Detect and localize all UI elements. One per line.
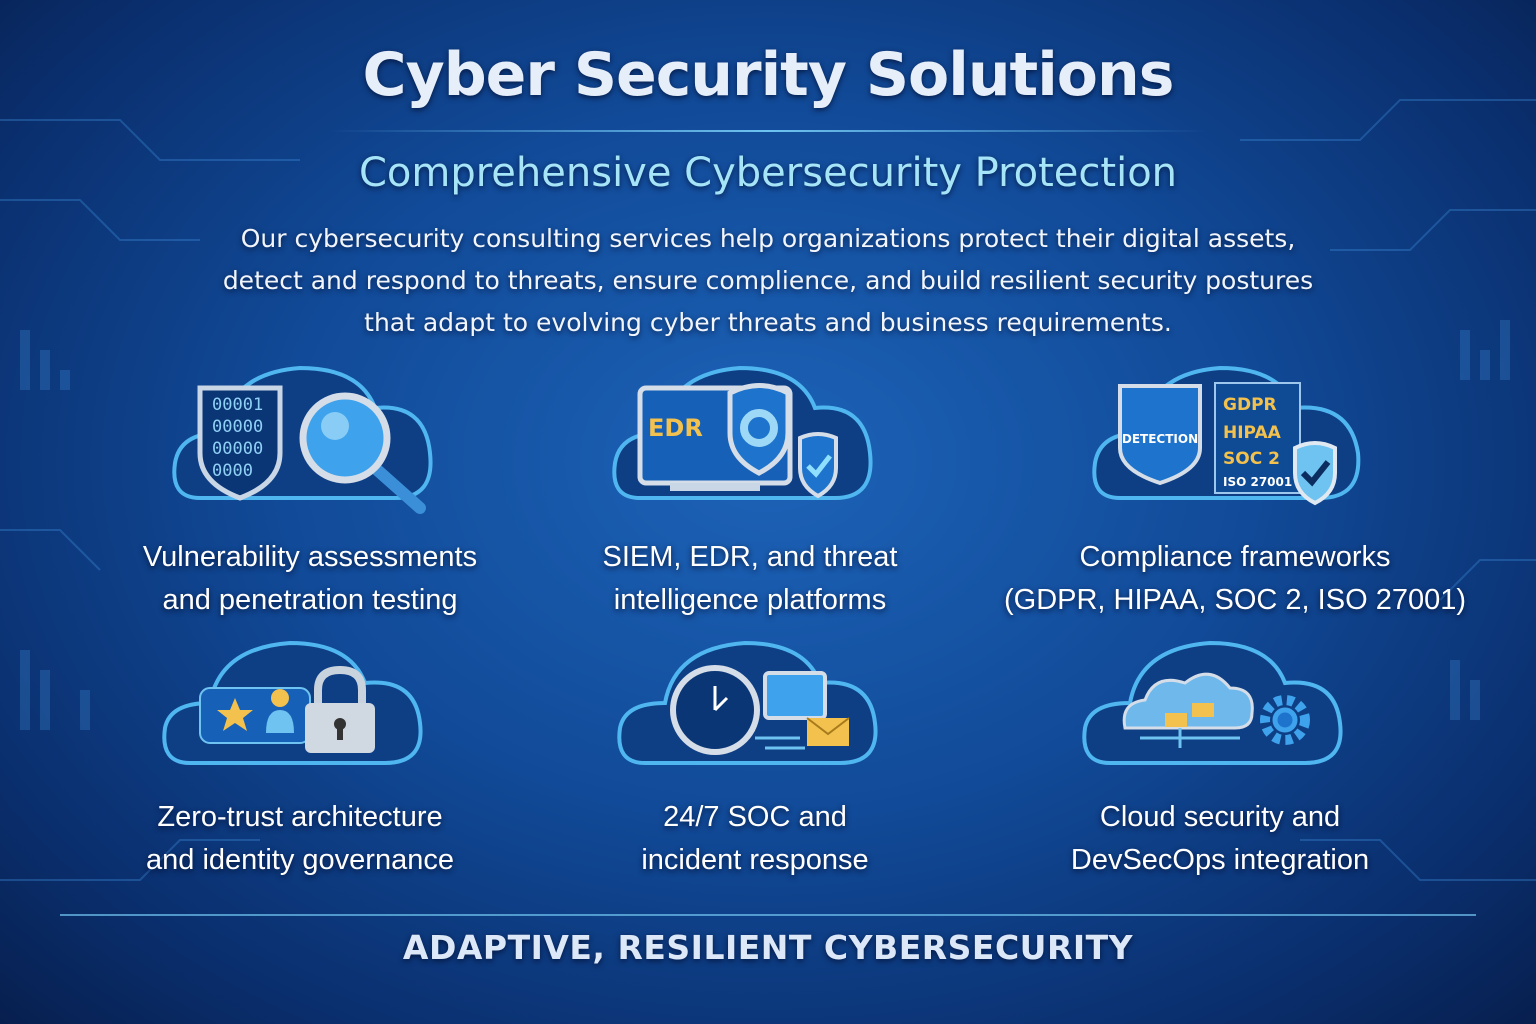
service-label: Cloud security and DevSecOps integration bbox=[990, 796, 1450, 882]
cloud-gear-icon bbox=[1082, 640, 1343, 765]
identity-lock-icon bbox=[162, 640, 423, 765]
page-title: Cyber Security Solutions bbox=[362, 40, 1175, 110]
edr-badge: EDR bbox=[648, 414, 703, 442]
service-label: SIEM, EDR, and threat intelligence platf… bbox=[520, 536, 980, 622]
service-card-cloud-devsecops: Cloud security and DevSecOps integration bbox=[990, 628, 1450, 882]
shield-text: DETECTION bbox=[1122, 432, 1198, 446]
description: Our cybersecurity consulting services he… bbox=[0, 218, 1536, 344]
description-line: Our cybersecurity consulting services he… bbox=[240, 224, 1296, 253]
binary-line: 00000 bbox=[212, 439, 263, 459]
service-card-soc: 24/7 SOC and incident response bbox=[525, 628, 985, 882]
label-line: intelligence platforms bbox=[613, 584, 887, 616]
label-line: Compliance frameworks bbox=[1079, 541, 1391, 573]
doc-line: GDPR bbox=[1223, 395, 1277, 415]
service-card-zero-trust: Zero-trust architecture and identity gov… bbox=[70, 628, 530, 882]
service-label: Compliance frameworks (GDPR, HIPAA, SOC … bbox=[975, 536, 1495, 622]
label-line: SIEM, EDR, and threat bbox=[602, 541, 898, 573]
doc-line: HIPAA bbox=[1223, 423, 1282, 443]
clock-monitor-icon bbox=[617, 640, 878, 765]
service-card-compliance: DETECTION GDPR HIPAA SOC 2 ISO 27001 Com… bbox=[975, 348, 1495, 622]
label-line: Zero-trust architecture bbox=[157, 801, 443, 833]
label-line: and identity governance bbox=[146, 844, 454, 876]
label-line: Cloud security and bbox=[1099, 801, 1341, 833]
service-label: Vulnerability assessments and penetratio… bbox=[80, 536, 540, 622]
service-card-siem-edr: EDR SIEM, EDR, and threat intelligence p… bbox=[520, 348, 980, 622]
binary-line: 00000 bbox=[212, 417, 263, 437]
doc-line: ISO 27001 bbox=[1223, 475, 1292, 489]
description-line: detect and respond to threats, ensure co… bbox=[222, 266, 1314, 295]
footer-tagline: ADAPTIVE, RESILIENT CYBERSECURITY bbox=[402, 928, 1134, 967]
label-line: incident response bbox=[641, 844, 869, 876]
service-label: 24/7 SOC and incident response bbox=[525, 796, 985, 882]
label-line: (GDPR, HIPAA, SOC 2, ISO 27001) bbox=[1003, 584, 1466, 616]
shield-magnifier-icon: 00001 00000 00000 0000 bbox=[172, 365, 433, 514]
label-line: and penetration testing bbox=[162, 584, 458, 616]
service-card-vulnerability: 00001 00000 00000 0000 Vulnerability ass… bbox=[80, 348, 540, 622]
title-divider bbox=[330, 130, 1206, 132]
doc-line: SOC 2 bbox=[1223, 449, 1280, 469]
edr-monitor-icon: EDR bbox=[612, 365, 873, 500]
description-line: that adapt to evolving cyber threats and… bbox=[364, 308, 1172, 337]
label-line: 24/7 SOC and bbox=[663, 801, 847, 833]
service-label: Zero-trust architecture and identity gov… bbox=[70, 796, 530, 882]
compliance-shield-icon: DETECTION GDPR HIPAA SOC 2 ISO 27001 bbox=[1092, 365, 1361, 506]
binary-line: 0000 bbox=[212, 461, 253, 481]
label-line: DevSecOps integration bbox=[1070, 844, 1370, 876]
label-line: Vulnerability assessments bbox=[142, 541, 478, 573]
subtitle: Comprehensive Cybersecurity Protection bbox=[358, 150, 1178, 196]
binary-line: 00001 bbox=[212, 395, 263, 415]
